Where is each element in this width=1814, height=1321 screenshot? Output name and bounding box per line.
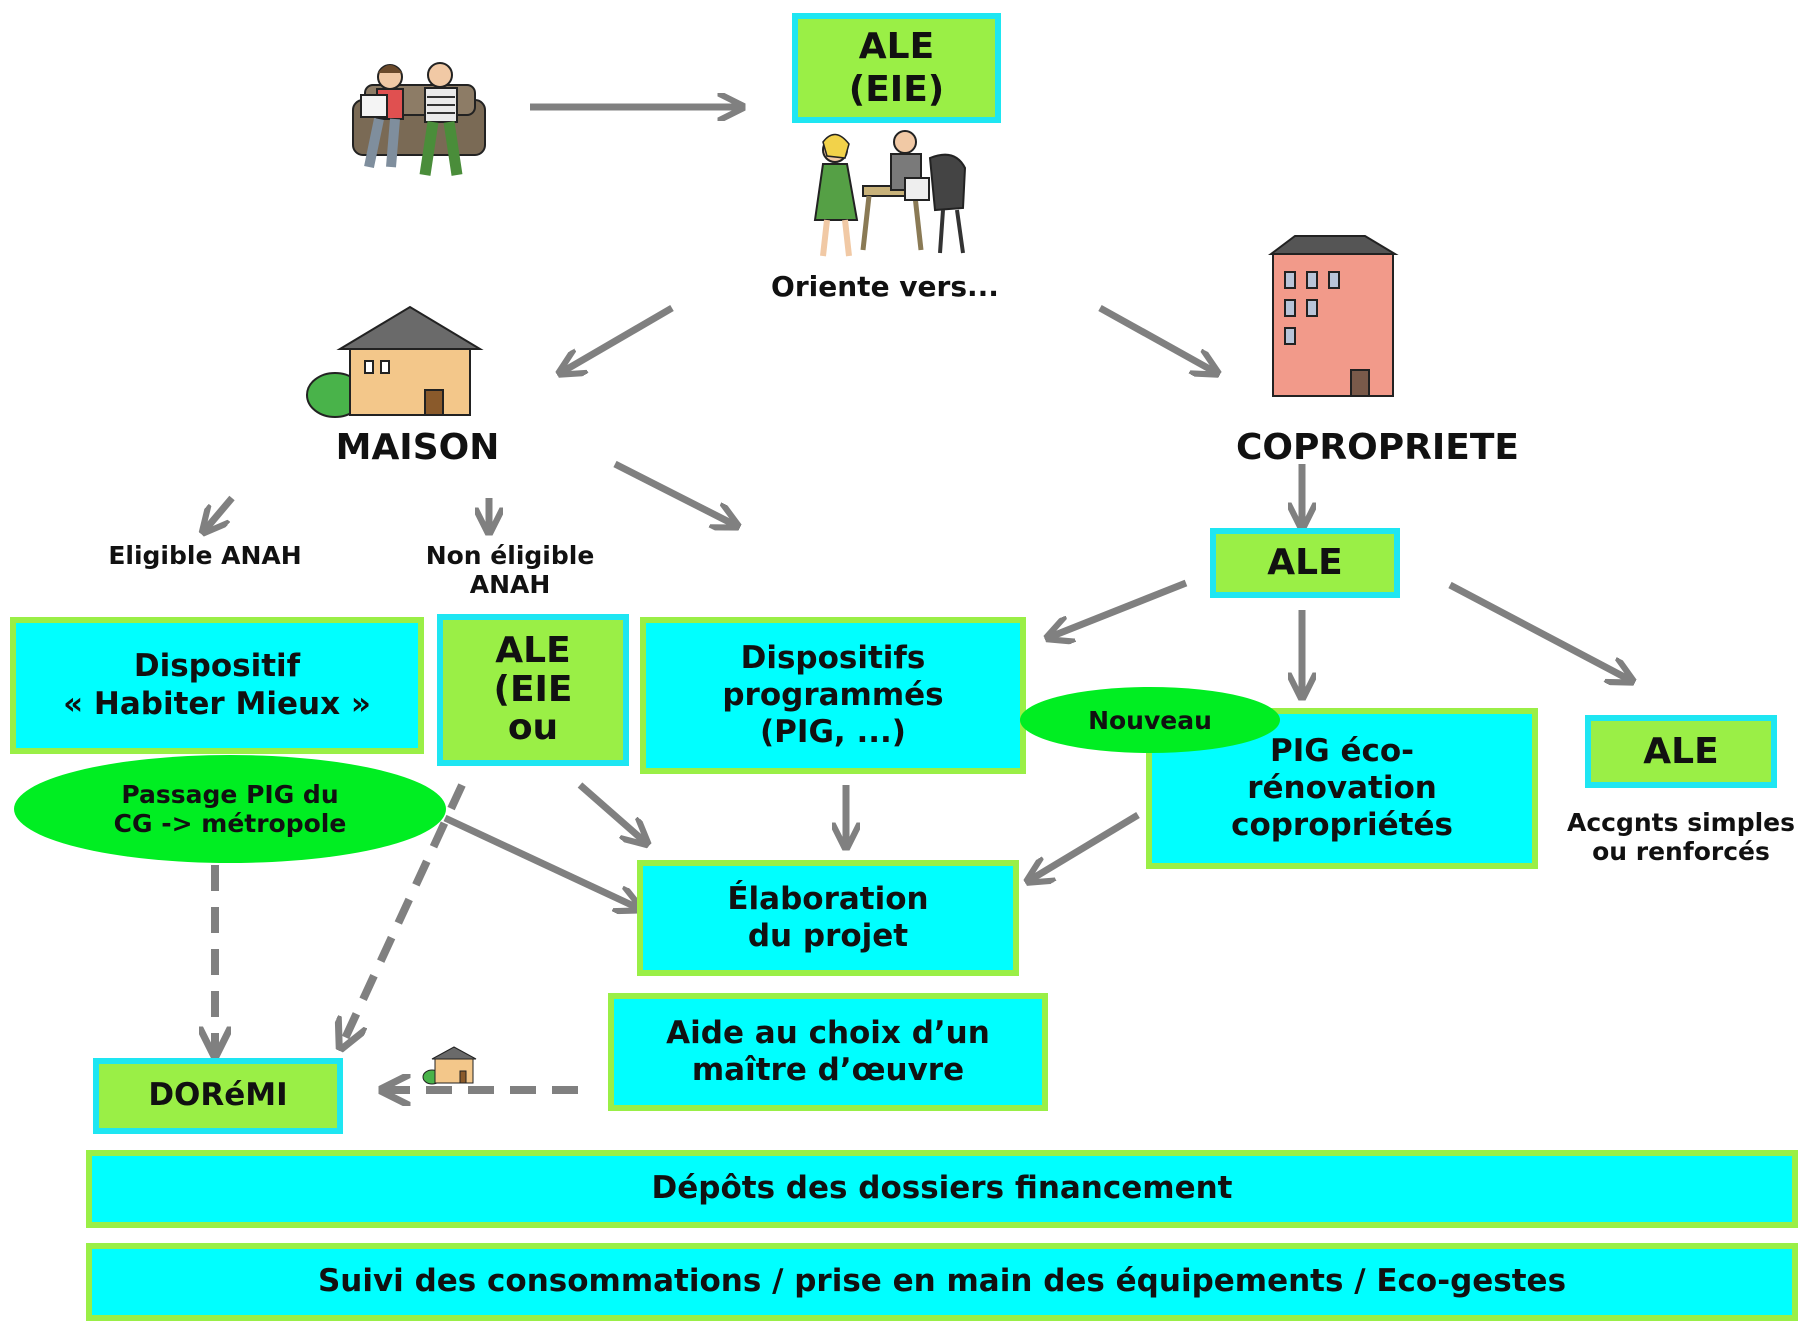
nouveau-ellipse: Nouveau [1020,687,1280,753]
nouveau-text: Nouveau [1088,705,1212,735]
arrow-ale-dispositifs [1050,579,1188,637]
habiter-mieux-box: Dispositif « Habiter Mieux » [10,617,424,754]
ale-eie-ou-text: ALE (EIE ou [493,629,573,749]
couple-reading-illustration [352,62,486,176]
passage-pig-text: Passage PIG du CG -> métropole [113,780,347,838]
arrow-to-copropriete [1098,304,1215,372]
arrow-pig-elaboration [1030,812,1140,880]
doremi-box: DORéMI [93,1058,343,1134]
arrow-habiter-elaboration [443,814,638,908]
small-house-icon [422,1046,477,1085]
ale-eie-top-box: ALE (EIE) [792,13,1001,123]
depots-bar: Dépôts des dossiers financement [86,1150,1798,1228]
oriente-vers-label: Oriente vers... [771,270,999,303]
pig-eco-text: PIG éco- rénovation copropriétés [1231,732,1453,844]
apartment-building-illustration [1268,235,1399,397]
ale-right-box: ALE [1585,715,1777,788]
copropriete-label: COPROPRIETE [1236,427,1519,468]
maison-label: MAISON [335,427,500,468]
ale-eie-ou-box: ALE (EIE ou [437,614,629,766]
dispositifs-text: Dispositifs programmés (PIG, ...) [722,639,944,751]
elaboration-box: Élaboration du projet [637,860,1019,976]
house-illustration [306,305,484,418]
depots-text: Dépôts des dossiers financement [651,1170,1233,1207]
suivi-bar: Suivi des consommations / prise en main … [86,1243,1798,1321]
passage-pig-ellipse: Passage PIG du CG -> métropole [14,755,446,863]
ale-right-text: ALE [1643,730,1719,772]
non-eligible-anah-label: Non éligible ANAH [425,541,595,599]
meeting-illustration [813,130,967,257]
accgnts-label: Accgnts simples ou renforcés [1566,808,1795,866]
ale-eie-top-text: ALE (EIE) [848,25,945,110]
dispositifs-box: Dispositifs programmés (PIG, ...) [640,617,1026,774]
arrow-maison-dispositifs [613,460,735,525]
arrow-maison-eligible [205,495,235,530]
arrow-to-maison [562,304,674,372]
dashed-arrow-ale-doremi [342,783,466,1045]
aide-choix-text: Aide au choix d’un maître d’œuvre [666,1014,990,1088]
arrow-aleou-elaboration [577,782,645,842]
habiter-mieux-text: Dispositif « Habiter Mieux » [63,648,371,722]
ale-copro-text: ALE [1267,542,1343,584]
arrow-ale-right [1448,581,1630,680]
suivi-text: Suivi des consommations / prise en main … [317,1263,1567,1300]
eligible-anah-label: Eligible ANAH [108,541,302,570]
elaboration-text: Élaboration du projet [727,880,929,954]
pig-eco-box: PIG éco- rénovation copropriétés [1146,708,1538,869]
doremi-text: DORéMI [148,1077,288,1114]
ale-copro-box: ALE [1210,528,1400,598]
aide-choix-box: Aide au choix d’un maître d’œuvre [608,993,1048,1111]
